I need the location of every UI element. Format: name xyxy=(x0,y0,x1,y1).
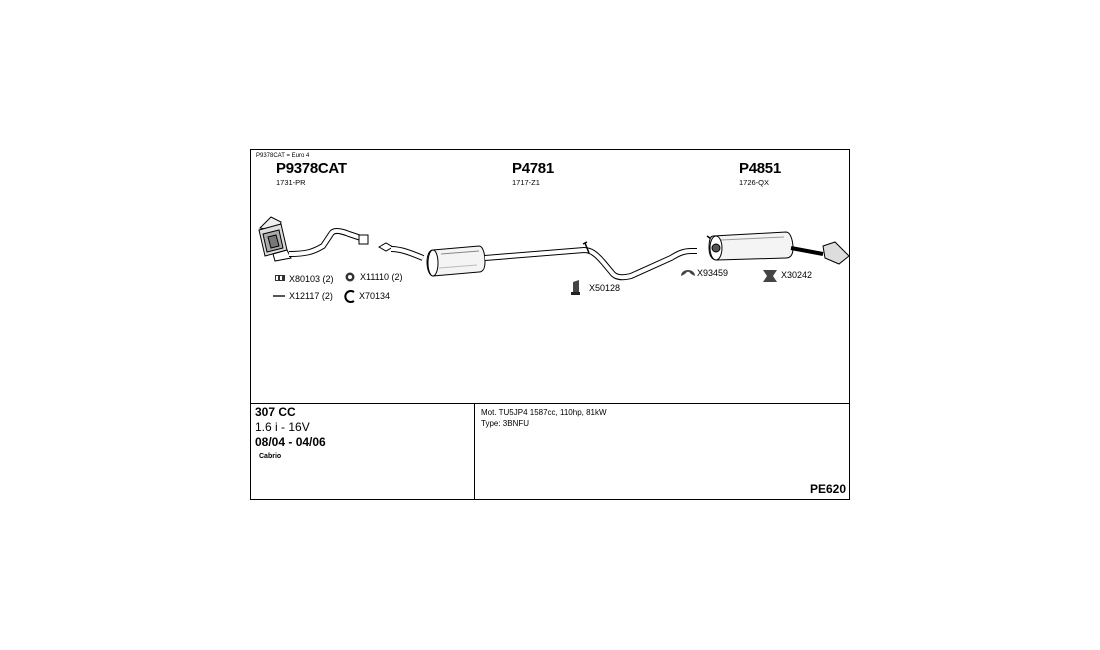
clamp-icon xyxy=(275,275,285,281)
mount-icon xyxy=(763,270,777,282)
rear-silencer-drawing xyxy=(706,231,849,265)
part-code-rear: P4851 xyxy=(739,160,781,177)
middle-silencer-drawing xyxy=(390,241,697,281)
part-ref-middle: 1717-Z1 xyxy=(512,178,540,187)
part-code-catalyst: P9378CAT xyxy=(276,160,347,177)
diagram-code: PE620 xyxy=(809,482,846,496)
engine-spec-panel: Mot. TU5JP4 1587cc, 110hp, 81kW Type: 3B… xyxy=(475,403,849,499)
vehicle-model: 307 CC xyxy=(255,405,296,419)
engine-spec: Mot. TU5JP4 1587cc, 110hp, 81kW xyxy=(481,408,607,417)
exhaust-diagram-sheet: P9378CAT = Euro 4 P9378CAT 1731-PR P4781… xyxy=(250,149,850,500)
engine-type: Type: 3BNFU xyxy=(481,419,530,428)
accessory-label-x11110: X11110 (2) xyxy=(360,272,403,282)
accessory-label-x50128: X50128 xyxy=(589,283,621,293)
vehicle-info-panel: 307 CC 1.6 i - 16V 08/04 - 04/06 Cabrio xyxy=(251,403,475,499)
accessory-label-x12117: X12117 (2) xyxy=(289,291,333,301)
vehicle-years: 08/04 - 04/06 xyxy=(255,435,326,449)
exhaust-system-diagram: P9378CAT = Euro 4 P9378CAT 1731-PR P4781… xyxy=(251,150,849,403)
part-code-middle: P4781 xyxy=(512,160,554,177)
gasket-ring-icon xyxy=(345,272,355,282)
accessory-label-x80103: X80103 (2) xyxy=(289,274,334,284)
bracket-icon xyxy=(571,280,580,295)
euro-norm-note: P9378CAT = Euro 4 xyxy=(256,153,310,159)
part-ref-rear: 1726-QX xyxy=(739,178,770,187)
vehicle-variant: 1.6 i - 16V xyxy=(255,420,310,434)
exhaust-drawing xyxy=(258,216,849,303)
vehicle-body: Cabrio xyxy=(259,453,282,460)
accessory-label-x70134: X70134 xyxy=(359,291,391,301)
catalytic-converter-drawing xyxy=(258,216,395,262)
clip-ring-icon xyxy=(344,290,355,303)
rubber-hanger-icon xyxy=(681,270,695,276)
accessory-label-x30242: X30242 xyxy=(781,270,813,280)
accessory-label-x93459: X93459 xyxy=(697,268,729,278)
part-ref-catalyst: 1731-PR xyxy=(276,178,306,187)
bolt-icon xyxy=(273,295,285,297)
